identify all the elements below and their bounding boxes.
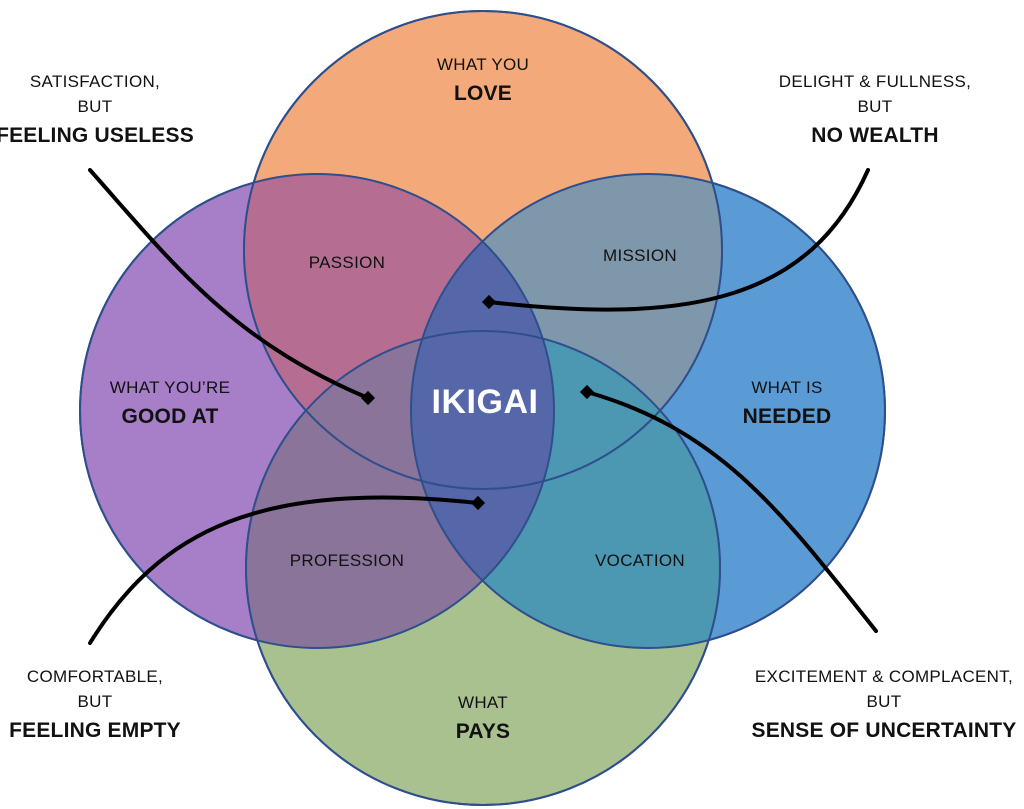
callout-top-right-line2: BUT	[858, 97, 893, 116]
endpoint-top-right	[481, 294, 497, 310]
love-label-line1: WHAT YOU	[437, 55, 529, 74]
overlap-vocation-region	[411, 331, 720, 648]
needed-label-line2: NEEDED	[743, 405, 832, 428]
callout-top-right-line1: DELIGHT & FULLNESS,	[779, 72, 971, 91]
connector-top-right	[487, 168, 870, 312]
endpoint-bottom-left	[470, 495, 486, 511]
connector-bottom-left	[88, 495, 480, 645]
good-at-label-line2: GOOD AT	[121, 405, 218, 428]
connector-bottom-right	[585, 390, 878, 633]
pays-label-line2: PAYS	[456, 720, 511, 743]
profession-label: PROFESSION	[290, 551, 404, 570]
good-at-label-line1: WHAT YOU’RE	[110, 378, 230, 397]
callout-bottom-left-line3: FEELING EMPTY	[9, 719, 181, 742]
love-label-line2: LOVE	[454, 82, 512, 105]
callout-top-left-line1: SATISFACTION,	[30, 72, 160, 91]
overlap-profession-region	[246, 331, 554, 648]
ikigai-center-label: IKIGAI	[432, 383, 539, 421]
circle-outlines	[79, 10, 886, 806]
mission-label: MISSION	[603, 246, 677, 265]
endpoint-top-left	[360, 390, 376, 406]
callout-top-left-line2: BUT	[78, 97, 113, 116]
callout-bottom-right-line1: EXCITEMENT & COMPLACENT,	[755, 667, 1013, 686]
callout-bottom-left-line2: BUT	[78, 692, 113, 711]
callout-top-right-line3: NO WEALTH	[811, 124, 938, 147]
endpoint-bottom-right	[579, 384, 595, 400]
callout-bottom-right-line2: BUT	[867, 692, 902, 711]
passion-label: PASSION	[309, 253, 385, 272]
needed-label-line1: WHAT IS	[751, 378, 822, 397]
callout-bottom-right-line3: SENSE OF UNCERTAINTY	[752, 719, 1017, 742]
callout-top-left-line3: FEELING USELESS	[0, 124, 194, 147]
connector-top-left	[88, 168, 370, 400]
pays-label-line1: WHAT	[458, 693, 508, 712]
connector-endpoints	[360, 294, 595, 511]
connector-lines	[88, 168, 878, 645]
vocation-label: VOCATION	[595, 551, 685, 570]
callout-bottom-left-line1: COMFORTABLE,	[27, 667, 163, 686]
